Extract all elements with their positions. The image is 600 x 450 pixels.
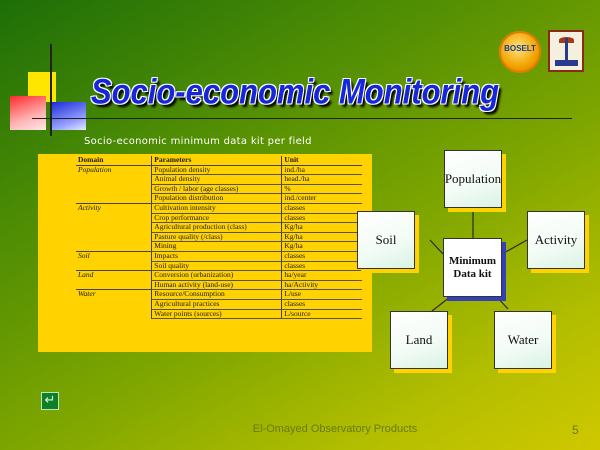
cell-unit: L/source	[281, 309, 362, 320]
decor-horizontal-line	[32, 118, 572, 119]
node-population: Population	[444, 150, 502, 208]
connector-land	[431, 296, 451, 312]
cell-unit: L/use	[281, 289, 362, 300]
cell-unit: ha/year	[281, 270, 362, 281]
boselt-logo: BOSELT	[499, 31, 541, 73]
header-domain: Domain	[76, 155, 152, 166]
decor-blue-square	[52, 102, 86, 130]
table-caption: Socio-economic minimum data kit per fiel…	[84, 136, 312, 147]
cell-unit: head./ha	[281, 175, 362, 185]
cell-domain: Land	[76, 270, 152, 281]
cell-parameter: Impacts	[151, 250, 282, 262]
boselt-logo-text: BOSELT	[504, 44, 536, 53]
cell-parameter: Agricultural practices	[151, 299, 282, 310]
node-water: Water	[494, 311, 552, 369]
logo-stem-shape	[565, 38, 568, 60]
cell-parameter: Animal density	[151, 175, 282, 185]
node-activity: Activity	[527, 211, 585, 269]
node-water-label: Water	[507, 332, 539, 347]
cell-unit: Kg/ha	[281, 232, 362, 243]
cell-domain: Soil	[76, 250, 152, 262]
connector-water	[496, 296, 509, 310]
cell-domain: Activity	[76, 202, 152, 214]
node-population-label: Population	[444, 171, 502, 186]
node-land-label: Land	[405, 332, 433, 347]
decor-vertical-line	[50, 44, 52, 136]
cell-parameter: Water points (sources)	[151, 309, 282, 320]
cell-parameter: Crop performance	[151, 213, 282, 224]
header-unit: Unit	[281, 155, 362, 166]
cell-unit: classes	[281, 250, 362, 262]
footer-text: El-Omayed Observatory Products	[252, 423, 418, 435]
table-row: Pasture quality (/class)Kg/ha	[76, 232, 362, 243]
node-soil: Soil	[357, 211, 415, 269]
connector-activity	[501, 239, 528, 255]
connector-soil	[429, 239, 444, 255]
node-center-line2: Data kit	[453, 267, 492, 280]
table-row: Water points (sources)L/source	[76, 309, 362, 320]
node-activity-label: Activity	[534, 232, 578, 247]
return-button[interactable]: ↵	[41, 392, 59, 410]
cell-parameter: Conversion (urbanization)	[151, 270, 282, 281]
cell-parameter: Growth / labor (age classes)	[151, 184, 282, 195]
cell-unit: Kg/ha	[281, 223, 362, 233]
header-parameters: Parameters	[151, 155, 282, 166]
cell-unit: ind./ha	[281, 164, 362, 176]
cell-unit: classes	[281, 213, 362, 224]
cell-unit: %	[281, 184, 362, 195]
slide-title: Socio-economic Monitoring	[90, 71, 500, 112]
cell-domain: Population	[76, 164, 152, 175]
node-center-line1: Minimum	[448, 254, 497, 267]
table-row: Growth / labor (age classes)%	[76, 184, 362, 195]
cell-domain: Water	[76, 289, 152, 300]
table-header-row: Domain Parameters Unit	[76, 155, 362, 166]
cell-parameter: Pasture quality (/class)	[151, 232, 282, 243]
university-logo	[548, 30, 584, 72]
node-minimum-data-kit: Minimum Data kit	[443, 238, 502, 297]
return-arrow-icon: ↵	[44, 393, 56, 408]
cell-parameter: Population density	[151, 164, 282, 176]
node-soil-label: Soil	[375, 232, 397, 247]
logo-base-shape	[555, 60, 578, 66]
cell-parameter: Cultivation intensity	[151, 202, 282, 214]
cell-unit: classes	[281, 299, 362, 310]
node-land: Land	[390, 311, 448, 369]
page-number: 5	[572, 423, 579, 437]
decor-red-square	[10, 96, 46, 130]
table-row: Agricultural production (class)Kg/ha	[76, 223, 362, 233]
cell-unit: classes	[281, 202, 362, 214]
cell-parameter: Resource/Consumption	[151, 289, 282, 300]
cell-parameter: Agricultural production (class)	[151, 223, 282, 233]
